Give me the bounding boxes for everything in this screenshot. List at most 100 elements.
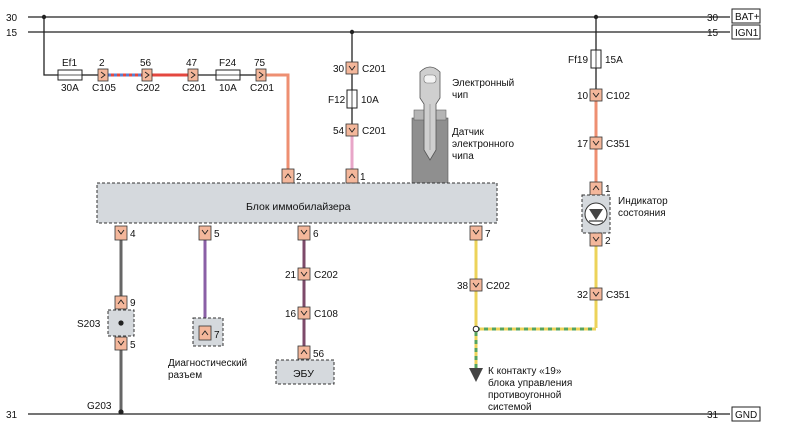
connector-c102: 10 C102	[577, 88, 630, 102]
status-indicator: 1 2 Индикатор состояния	[581, 181, 668, 247]
svg-text:75: 75	[254, 58, 266, 69]
fuse-ef1-name: Ef1	[62, 58, 77, 69]
connector-c202-a: 56 C202	[136, 58, 160, 94]
indicator-pin-1: 1	[589, 181, 611, 196]
splice-pin-9: 9	[114, 295, 136, 310]
fuse-f24-rating: 10A	[219, 83, 237, 94]
gnd-rail: 31 31 GND	[6, 406, 761, 422]
fuse-ff19-rating: 15A	[605, 55, 623, 66]
svg-text:электронного: электронного	[452, 139, 515, 150]
svg-text:30: 30	[333, 64, 345, 75]
svg-text:17: 17	[577, 139, 589, 150]
connector-c202-b: 21 C202	[285, 267, 338, 281]
svg-text:C105: C105	[92, 83, 116, 94]
ign-rail-number-right: 15	[707, 28, 719, 39]
module-pin-5: 5	[198, 225, 220, 241]
svg-text:2: 2	[99, 58, 105, 69]
svg-text:21: 21	[285, 270, 297, 281]
bat-rail-number-left: 30	[6, 13, 18, 24]
gnd-rail-tag: GND	[735, 410, 757, 421]
fuse-f12-name: F12	[328, 95, 346, 106]
svg-text:C201: C201	[362, 64, 386, 75]
module-pin-7: 7	[469, 225, 491, 241]
svg-text:блока управления: блока управления	[488, 377, 572, 389]
svg-text:C202: C202	[136, 83, 160, 94]
indicator-pin-2: 2	[589, 232, 611, 247]
led-icon	[589, 209, 603, 220]
fuse-f12: F12 10A	[328, 89, 379, 109]
connector-c105: 2 C105	[92, 58, 116, 94]
fuse-ef1: Ef1 30A	[57, 58, 83, 94]
svg-text:противоугонной: противоугонной	[488, 390, 561, 401]
svg-text:Датчик: Датчик	[452, 127, 484, 138]
ground-name: G203	[87, 401, 112, 412]
bat-rail-tag: BAT+	[735, 12, 760, 23]
connector-c202-c: 38 C202	[457, 278, 510, 292]
svg-text:C108: C108	[314, 309, 338, 320]
svg-text:C102: C102	[606, 91, 630, 102]
splice-pin-5: 5	[114, 336, 136, 351]
svg-text:разъем: разъем	[168, 370, 202, 381]
svg-text:5: 5	[214, 229, 220, 240]
key-chip-sensor: Электронный чип Датчик электронного чипа	[411, 66, 515, 185]
bat-rail: 30 30 BAT+	[6, 8, 761, 24]
svg-text:C201: C201	[182, 83, 206, 94]
connector-c351-b: 32 C351	[577, 287, 630, 301]
immobilizer-module: Блок иммобилайзера 2 1 4 5 6	[96, 168, 498, 241]
module-pin-1: 1	[345, 168, 366, 184]
fuse-f24-name: F24	[219, 58, 237, 69]
svg-text:Электронный: Электронный	[452, 78, 514, 89]
svg-text:32: 32	[577, 290, 589, 301]
svg-text:Диагностический: Диагностический	[168, 358, 247, 369]
ecu-label: ЭБУ	[293, 368, 314, 380]
ign-rail-number-left: 15	[6, 28, 18, 39]
gnd-rail-number-right: 31	[707, 410, 719, 421]
fuse-f24: F24 10A	[215, 58, 241, 94]
module-title: Блок иммобилайзера	[246, 201, 351, 213]
fuse-ff19: Ff19 15A	[568, 49, 623, 69]
ecu-pin-56: 56	[297, 345, 325, 360]
fuse-f12-rating: 10A	[361, 95, 379, 106]
module-pin-6: 6	[297, 225, 319, 241]
fuse-ff19-name: Ff19	[568, 55, 588, 66]
svg-text:5: 5	[130, 340, 136, 351]
svg-text:38: 38	[457, 281, 469, 292]
svg-text:1: 1	[605, 184, 611, 195]
svg-text:C201: C201	[250, 83, 274, 94]
ign-rail: 15 15 IGN1	[6, 24, 761, 40]
svg-text:2: 2	[605, 236, 611, 247]
connector-c201-a: 47 C201	[182, 58, 206, 94]
svg-text:7: 7	[485, 229, 491, 240]
svg-text:54: 54	[333, 126, 345, 137]
svg-text:состояния: состояния	[618, 208, 666, 219]
svg-text:C201: C201	[362, 126, 386, 137]
svg-text:C351: C351	[606, 290, 630, 301]
ign-rail-tag: IGN1	[735, 28, 759, 39]
connector-c201-c: 30 C201	[333, 61, 386, 75]
svg-text:Индикатор: Индикатор	[618, 196, 668, 207]
gnd-rail-number-left: 31	[6, 410, 18, 421]
svg-text:C202: C202	[314, 270, 338, 281]
svg-text:C351: C351	[606, 139, 630, 150]
svg-text:56: 56	[313, 349, 325, 360]
wire-bat-to-ef1	[43, 17, 58, 76]
svg-text:чипа: чипа	[452, 151, 474, 162]
ecu: 56 ЭБУ	[275, 345, 335, 385]
bat-rail-number-right: 30	[707, 13, 719, 24]
svg-text:1: 1	[360, 172, 366, 183]
fuse-ef1-rating: 30A	[61, 83, 79, 94]
module-pin-4: 4	[114, 225, 136, 241]
svg-text:47: 47	[186, 58, 198, 69]
splice-name: S203	[77, 319, 101, 330]
svg-text:10: 10	[577, 91, 589, 102]
svg-text:К контакту «19»: К контакту «19»	[488, 366, 562, 377]
connector-c108: 16 C108	[285, 306, 338, 320]
connector-c201-b: 75 C201	[250, 58, 274, 94]
svg-text:4: 4	[130, 229, 136, 240]
svg-text:16: 16	[285, 309, 297, 320]
svg-text:7: 7	[214, 330, 220, 341]
svg-text:6: 6	[313, 229, 319, 240]
svg-text:56: 56	[140, 58, 152, 69]
module-pin-2: 2	[281, 168, 302, 184]
